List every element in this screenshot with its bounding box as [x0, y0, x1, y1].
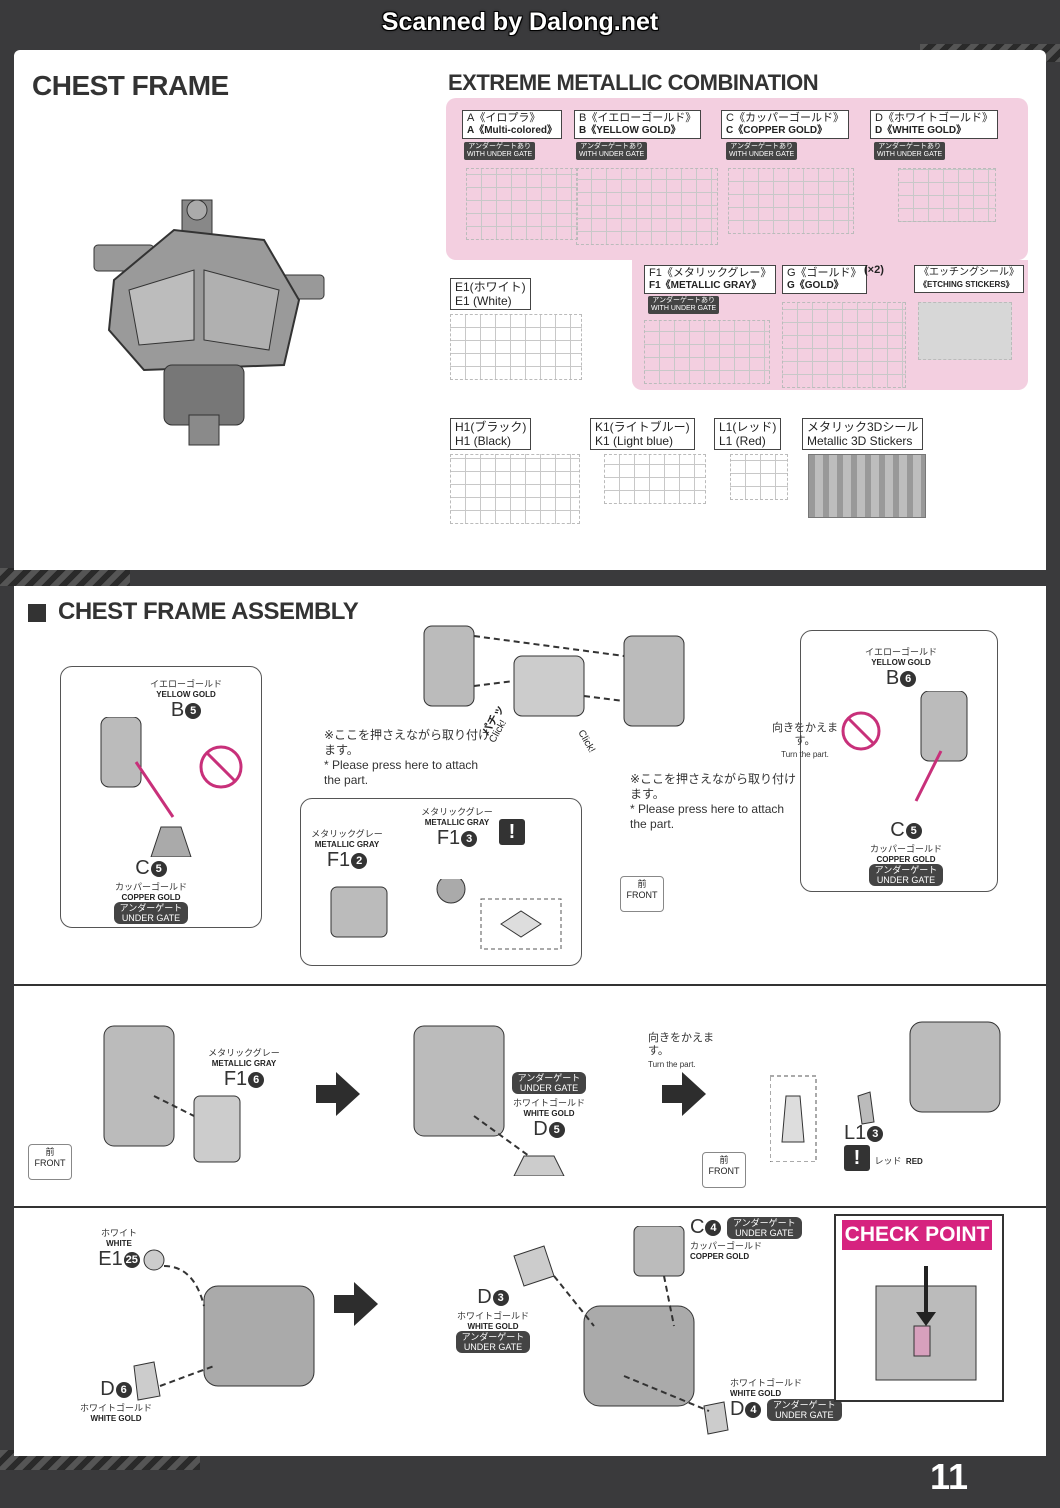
runner-a-label: A《イロプラ》 A《Multi-colored》 — [462, 110, 562, 139]
runner-k1 — [604, 454, 706, 504]
press-note-right: ※ここを押さえながら取り付けます。 * Please press here to… — [630, 772, 797, 831]
right-turn-note: 向きをかえます。 Turn the part. — [772, 722, 838, 759]
right-panel-parts — [841, 691, 968, 802]
runner-g-label: G《ゴールド》 G《GOLD》 — [782, 265, 867, 294]
step-arrow-1 — [316, 1072, 360, 1116]
check-point-box: CHECK POINT — [834, 1214, 1004, 1402]
runner-f1 — [644, 320, 770, 384]
front-indicator-1: 前 FRONT — [620, 876, 664, 912]
front-indicator-3: 前 FRONT — [702, 1152, 746, 1188]
runner-k1-label: K1(ライトブルー) K1 (Light blue) — [590, 418, 695, 450]
etching-sheet — [918, 302, 1012, 360]
runner-c-label: C《カッパーゴールド》 C《COPPER GOLD》 — [721, 110, 849, 139]
step2-b-diagram — [413, 1025, 565, 1176]
runner-b — [576, 168, 718, 245]
etching-label: 《エッチングシール》 《ETCHING STICKERS》 — [914, 265, 1024, 293]
runner-l1 — [730, 454, 788, 500]
runner-a — [466, 168, 578, 240]
runner-g — [782, 302, 906, 388]
assembly-title: CHEST FRAME ASSEMBLY — [58, 598, 359, 625]
metallic-3d-sheet — [808, 454, 926, 518]
top-sheet: CHEST FRAME EXTREME METALLIC COMBINATION… — [14, 50, 1046, 570]
step2-a-diagram — [103, 1025, 241, 1163]
step2-c-diagram — [770, 1021, 1001, 1162]
assembly-sheet: CHEST FRAME ASSEMBLY イエローゴールド YELLOW GOL… — [14, 586, 1046, 1456]
chest-frame-render — [93, 199, 325, 446]
runner-e1 — [450, 314, 582, 380]
divider-1 — [14, 984, 1046, 986]
runner-c — [728, 168, 854, 234]
page-number: 11 — [930, 1456, 969, 1497]
central-exploded-view — [423, 625, 685, 727]
runner-b-label: B《イエローゴールド》 B《YELLOW GOLD》 — [574, 110, 702, 139]
runner-e1-label: E1(ホワイト) E1 (White) — [450, 278, 531, 310]
press-note-left: ※ここを押さえながら取り付けます。 * Please press here to… — [324, 728, 491, 787]
runner-l1-label: L1(レッド) L1 (Red) — [714, 418, 782, 450]
red-warning-icon: ! — [844, 1145, 870, 1171]
left-panel-parts — [100, 717, 243, 857]
step-arrow-2 — [662, 1072, 706, 1116]
runner-d-label: D《ホワイトゴールド》 D《WHITE GOLD》 — [870, 110, 998, 139]
runner-h1 — [450, 454, 580, 524]
runner-g-multiplier: (×2) — [864, 264, 884, 276]
chest-frame-title: CHEST FRAME — [32, 70, 229, 101]
metallic-3d-label: メタリック3Dシール Metallic 3D Stickers — [802, 418, 924, 450]
center-panel-parts — [330, 879, 562, 950]
check-point-diagram — [875, 1266, 977, 1381]
step2-turn-note: 向きをかえます。 Turn the part. — [648, 1032, 714, 1069]
assembly-square-icon — [28, 604, 46, 622]
emc-title: EXTREME METALLIC COMBINATION — [448, 70, 819, 95]
frame-stripe-mid — [0, 568, 130, 586]
front-indicator-2: 前 FRONT — [28, 1144, 72, 1180]
step-arrow-3 — [334, 1282, 378, 1326]
step3-left-diagram — [133, 1249, 315, 1401]
runner-d — [898, 168, 996, 222]
runner-h1-label: H1(ブラック) H1 (Black) — [450, 418, 532, 450]
divider-2 — [14, 1206, 1046, 1208]
step3-center-diagram — [513, 1226, 729, 1435]
runner-f1-label: F1《メタリックグレー》 F1《METALLIC GRAY》 — [644, 265, 777, 294]
scan-credit: Scanned by Dalong.net — [381, 8, 659, 36]
check-point-title: CHECK POINT — [842, 1220, 992, 1250]
warning-icon: ! — [499, 819, 525, 845]
